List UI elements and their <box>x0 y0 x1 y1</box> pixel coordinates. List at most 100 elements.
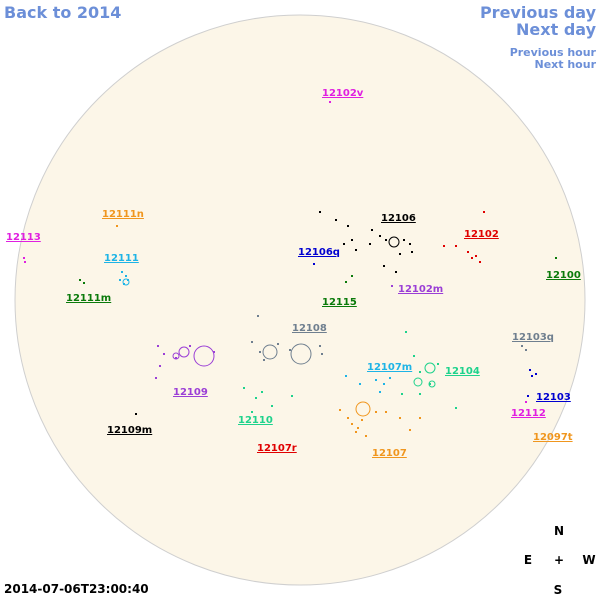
next-day-link[interactable]: Next day <box>516 20 596 39</box>
sunspot-point <box>289 349 291 351</box>
region-label-12109m[interactable]: 12109m <box>107 425 152 436</box>
sunspot-point <box>271 405 273 407</box>
sunspot-circle <box>193 345 215 367</box>
sunspot-point <box>343 243 345 245</box>
sunspot-point <box>455 245 457 247</box>
sunspot-point <box>213 351 215 353</box>
region-label-12111m[interactable]: 12111m <box>66 293 111 304</box>
region-label-12102m[interactable]: 12102m <box>398 284 443 295</box>
sunspot-point <box>399 417 401 419</box>
sunspot-point <box>411 251 413 253</box>
sunspot-point <box>347 417 349 419</box>
sunspot-point <box>419 393 421 395</box>
sunspot-point <box>243 387 245 389</box>
sunspot-point <box>413 355 415 357</box>
region-label-12102[interactable]: 12102 <box>464 229 499 240</box>
sunspot-circle <box>262 344 278 360</box>
sunspot-point <box>259 351 261 353</box>
sunspot-point <box>525 401 527 403</box>
back-to-year-link[interactable]: Back to 2014 <box>4 3 122 22</box>
sunspot-point <box>455 407 457 409</box>
region-label-12109[interactable]: 12109 <box>173 387 208 398</box>
sunspot-point <box>391 285 393 287</box>
sunspot-point <box>79 279 81 281</box>
region-label-12103q[interactable]: 12103q <box>512 332 554 343</box>
sunspot-point <box>395 271 397 273</box>
sunspot-circle <box>290 343 312 365</box>
compass-north: N <box>554 524 564 538</box>
sunspot-point <box>116 225 118 227</box>
region-label-12112[interactable]: 12112 <box>511 408 546 419</box>
sunspot-point <box>375 411 377 413</box>
sunspot-point <box>419 417 421 419</box>
sunspot-point <box>155 377 157 379</box>
sunspot-point <box>375 379 377 381</box>
region-label-12097t[interactable]: 12097t <box>533 432 573 443</box>
sunspot-point <box>479 261 481 263</box>
previous-day-link[interactable]: Previous day <box>479 3 596 22</box>
region-label-12110[interactable]: 12110 <box>238 415 273 426</box>
region-label-12115[interactable]: 12115 <box>322 297 357 308</box>
sunspot-point <box>531 375 533 377</box>
sunspot-point <box>261 391 263 393</box>
region-label-12111n[interactable]: 12111n <box>102 209 144 220</box>
sunspot-point <box>359 383 361 385</box>
solar-disk <box>14 14 586 586</box>
sunspot-point <box>535 373 537 375</box>
sunspot-point <box>385 239 387 241</box>
sunspot-point <box>471 257 473 259</box>
sunspot-point <box>357 427 359 429</box>
region-label-12100[interactable]: 12100 <box>546 270 581 281</box>
sunspot-point <box>351 275 353 277</box>
sunspot-point <box>355 249 357 251</box>
sunspot-point <box>521 345 523 347</box>
sunspot-point <box>409 243 411 245</box>
sunspot-point <box>371 229 373 231</box>
sunspot-point <box>339 409 341 411</box>
sunspot-point <box>319 211 321 213</box>
region-label-12103[interactable]: 12103 <box>536 392 571 403</box>
sunspot-circle <box>355 401 371 417</box>
region-label-12106[interactable]: 12106 <box>381 213 416 224</box>
sunspot-point <box>369 243 371 245</box>
region-label-12104[interactable]: 12104 <box>445 366 480 377</box>
region-label-12108[interactable]: 12108 <box>292 323 327 334</box>
region-label-12102v[interactable]: 12102v <box>322 88 364 99</box>
sunspot-point <box>319 345 321 347</box>
sunspot-point <box>251 341 253 343</box>
sunspot-point <box>383 265 385 267</box>
previous-hour-link[interactable]: Previous hour <box>509 46 596 59</box>
sunspot-point <box>401 393 403 395</box>
sunspot-point <box>175 357 177 359</box>
sunspot-point <box>467 251 469 253</box>
region-label-12111[interactable]: 12111 <box>104 253 139 264</box>
sunspot-point <box>125 275 127 277</box>
compass: N E + W S <box>524 524 596 597</box>
sunspot-point <box>159 365 161 367</box>
sunspot-point <box>525 349 527 351</box>
sunspot-point <box>405 331 407 333</box>
region-label-12107[interactable]: 12107 <box>372 448 407 459</box>
region-labels: 12102v 12113 12111n 12111 12111m 12106 12102 12… <box>6 88 581 459</box>
sunspot-point <box>555 257 557 259</box>
sunspot-point <box>255 397 257 399</box>
sunspot-circle <box>388 236 400 248</box>
region-label-12107r[interactable]: 12107r <box>257 443 297 454</box>
region-label-12113[interactable]: 12113 <box>6 232 41 243</box>
sunspot-point <box>379 391 381 393</box>
sunspot-point <box>379 235 381 237</box>
sunspot-point <box>135 413 137 415</box>
compass-south: S <box>554 583 563 597</box>
region-label-12106q[interactable]: 12106q <box>298 247 340 258</box>
sunspot-circle <box>178 346 190 358</box>
sunspot-point <box>119 279 121 281</box>
sunspot-point <box>24 261 26 263</box>
sunspot-point <box>527 395 529 397</box>
compass-east: E <box>524 553 532 567</box>
sunspot-point <box>329 101 331 103</box>
next-hour-link[interactable]: Next hour <box>534 58 597 71</box>
region-label-12107m[interactable]: 12107m <box>367 362 412 373</box>
sunspot-point <box>189 345 191 347</box>
sunspot-point <box>389 377 391 379</box>
sunspot-circle <box>428 380 436 388</box>
